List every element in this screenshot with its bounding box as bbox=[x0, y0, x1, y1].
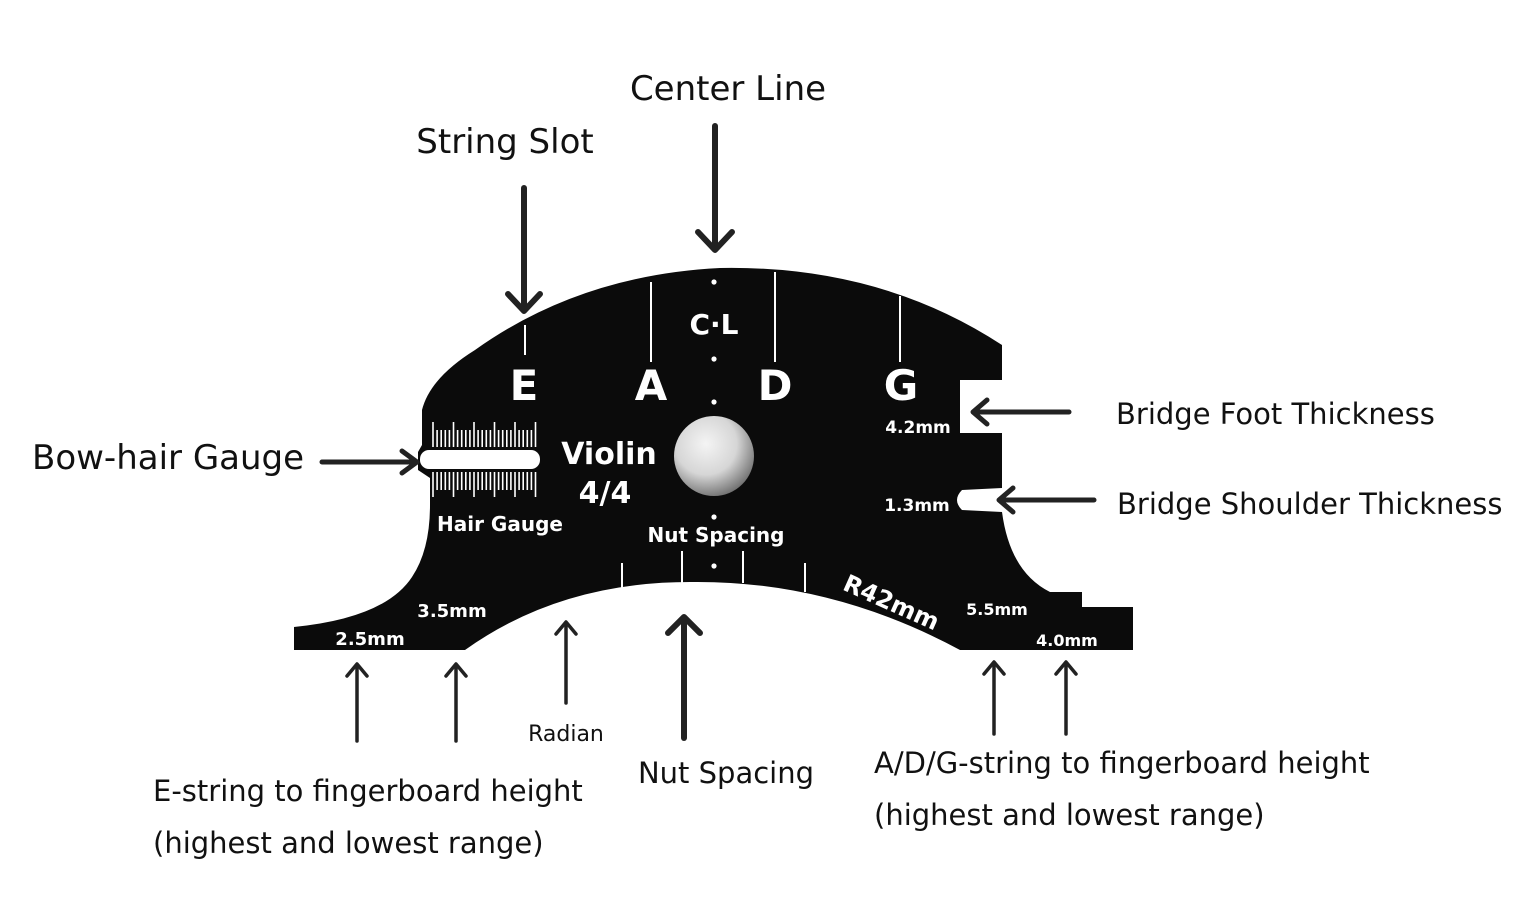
string-slot-callout: String Slot bbox=[416, 122, 593, 162]
nut-spacing-callout: Nut Spacing bbox=[638, 756, 814, 790]
bow-hair-gauge-callout: Bow-hair Gauge bbox=[32, 438, 304, 478]
hair-gauge-slot bbox=[420, 450, 540, 469]
string-slot-lines bbox=[524, 272, 901, 362]
adg-low-value: 4.0mm bbox=[1036, 631, 1098, 650]
e-high-arrow bbox=[444, 662, 468, 743]
nut-spacing-ticks bbox=[621, 551, 806, 592]
hair-gauge-ticks-bottom bbox=[432, 472, 537, 497]
e-string-height-callout-line2: (highest and lowest range) bbox=[153, 826, 544, 860]
adg-string-height-callout-line2: (highest and lowest range) bbox=[874, 798, 1265, 832]
adg-high-value: 5.5mm bbox=[966, 600, 1028, 619]
adg-high-arrow bbox=[982, 660, 1006, 736]
nut-spacing-tool-label: Nut Spacing bbox=[648, 523, 785, 547]
radian-callout: Radian bbox=[528, 722, 604, 747]
bow-hair-gauge-arrow bbox=[319, 448, 420, 476]
instrument-label: Violin bbox=[561, 437, 657, 472]
string-slot-arrow bbox=[505, 185, 543, 314]
cl-mark-label: C·L bbox=[689, 308, 738, 341]
bridge-foot-thickness-callout: Bridge Foot Thickness bbox=[1116, 397, 1435, 431]
string-label-e: E bbox=[510, 361, 539, 410]
string-label-g: G bbox=[884, 361, 918, 410]
cl-dot bbox=[711, 399, 717, 405]
string-label-d: D bbox=[758, 361, 793, 410]
center-hole bbox=[674, 416, 754, 496]
e-string-height-callout-line1: E-string to fingerboard height bbox=[153, 774, 583, 808]
center-line-arrow bbox=[695, 123, 735, 253]
bridge-shoulder-arrow bbox=[996, 485, 1097, 515]
center-line-dots bbox=[711, 279, 717, 569]
cl-dot bbox=[711, 356, 717, 362]
shoulder-thickness-value: 1.3mm bbox=[884, 496, 950, 516]
bridge-foot-arrow bbox=[970, 397, 1072, 427]
nut-spacing-arrow bbox=[665, 614, 703, 741]
hair-gauge-ticks-top bbox=[432, 422, 537, 447]
e-low-value: 2.5mm bbox=[335, 629, 404, 650]
size-label: 4/4 bbox=[579, 476, 632, 511]
bridge-shoulder-thickness-callout: Bridge Shoulder Thickness bbox=[1117, 487, 1502, 521]
callout-arrows bbox=[319, 123, 1097, 743]
hair-gauge-label: Hair Gauge bbox=[437, 512, 563, 536]
foot-thickness-value: 4.2mm bbox=[885, 418, 951, 438]
cl-dot bbox=[711, 563, 717, 569]
cl-dot bbox=[711, 279, 717, 285]
radian-arrow bbox=[554, 620, 578, 705]
cl-dot bbox=[711, 514, 717, 520]
e-low-arrow bbox=[345, 662, 369, 743]
center-line-callout: Center Line bbox=[630, 69, 826, 109]
string-label-a: A bbox=[635, 361, 668, 410]
adg-low-arrow bbox=[1054, 660, 1078, 736]
e-high-value: 3.5mm bbox=[417, 601, 486, 622]
adg-string-height-callout-line1: A/D/G-string to fingerboard height bbox=[874, 746, 1370, 780]
bridge-template-tool bbox=[294, 267, 1133, 650]
